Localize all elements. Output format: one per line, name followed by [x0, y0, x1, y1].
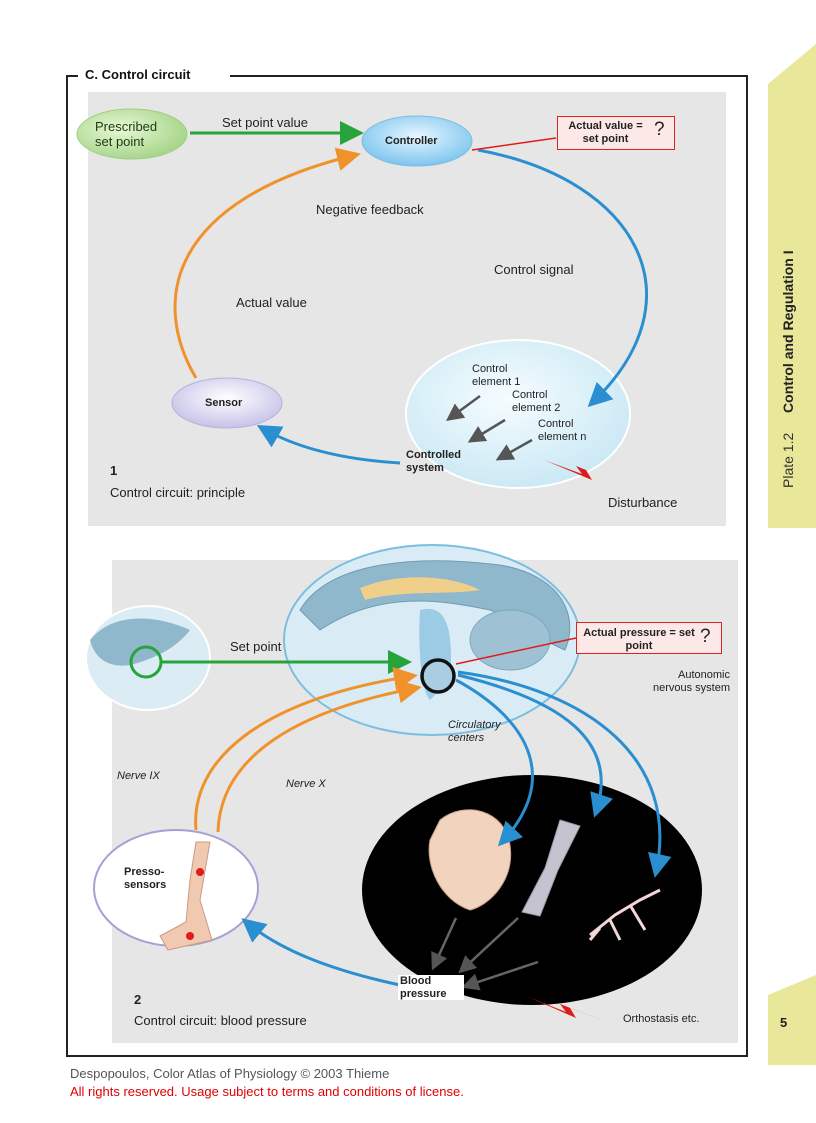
- actual-value-check-box: Actual value = set point: [557, 116, 675, 150]
- disturbance-label: Disturbance: [608, 495, 678, 510]
- heart-illustration: [428, 809, 512, 911]
- brain-cortex: [299, 560, 571, 651]
- page-number: 5: [780, 1015, 788, 1030]
- element-arrow-2: [467, 418, 506, 443]
- feedback-to-sensor-arrow: [256, 424, 401, 465]
- negative-feedback-label: Negative feedback: [316, 202, 424, 217]
- orthostasis-bolt: [526, 996, 612, 1024]
- corpus-callosum: [360, 577, 480, 600]
- arterioles-illustration: [588, 888, 661, 941]
- diagram-1-caption: Control circuit: principle: [110, 485, 246, 500]
- set-point-value-label: Set point value: [222, 115, 309, 130]
- effector-arrow-2: [458, 917, 519, 974]
- autonomic-arrow-2: [457, 673, 614, 818]
- control-signal-arrow: [477, 148, 648, 408]
- orthostasis-label: Orthostasis etc.: [623, 1013, 700, 1025]
- diagram-2-caption: Control circuit: blood pressure: [134, 1013, 307, 1028]
- controller-label: Controller: [385, 135, 438, 147]
- plate-label: Plate 1.2 Control and Regulation I: [780, 250, 796, 488]
- effector-region: [362, 775, 702, 1005]
- effector-arrow-3: [461, 960, 539, 991]
- plate-title: Control and Regulation I: [780, 250, 796, 413]
- actual-pressure-check-box: Actual pressure = set point: [576, 622, 722, 654]
- blood-pressure-label: Blood pressure: [398, 975, 464, 1001]
- page-tab: [768, 975, 816, 1065]
- actual-value-check-text: Actual value = set point: [568, 120, 643, 145]
- sensor-dot-2: [186, 932, 194, 940]
- control-element-1-label: Control element 1: [472, 363, 521, 388]
- effector-arrow-1: [431, 917, 458, 971]
- frame-top-right: [230, 75, 748, 77]
- license-link[interactable]: All rights reserved. Usage subject to te…: [70, 1084, 464, 1099]
- section-title: C. Control circuit: [85, 67, 191, 82]
- diagram-1-number: 1: [110, 463, 118, 478]
- cerebellum: [469, 609, 551, 671]
- sensor-node: [171, 377, 283, 429]
- nerve-ix-arrow: [194, 666, 418, 831]
- plate-number: Plate 1.2: [780, 432, 796, 488]
- comparison-line: [471, 137, 557, 151]
- autonomic-arrow-3: [457, 670, 672, 878]
- diagram-2-number: 2: [134, 992, 142, 1007]
- brain-small-cortex: [90, 618, 190, 666]
- circulatory-centers-label: Circulatory centers: [448, 719, 501, 744]
- control-signal-label: Control signal: [494, 262, 574, 277]
- controlled-system-label: Controlled system: [406, 449, 461, 474]
- copyright-text: Despopoulos, Color Atlas of Physiology ©…: [70, 1066, 390, 1081]
- set-point-label: Set point: [230, 639, 282, 654]
- frame-top-left: [66, 75, 78, 77]
- comparison-line-2: [455, 637, 577, 665]
- control-element-n-label: Control element n: [538, 418, 587, 443]
- pressosensors-label: Presso- sensors: [124, 866, 167, 891]
- prescribed-set-point-label: Prescribed set point: [95, 119, 158, 149]
- question-mark-2: ?: [700, 626, 711, 647]
- vessel-illustration: [521, 819, 581, 917]
- sensor-label: Sensor: [205, 397, 243, 409]
- sensor-dot-1: [196, 868, 204, 876]
- set-point-marker: [129, 645, 163, 679]
- autonomic-nervous-system-label: Autonomic nervous system: [652, 669, 730, 694]
- content-frame: [66, 75, 748, 1057]
- prescribed-set-point-node: [76, 108, 188, 160]
- actual-pressure-check-text: Actual pressure = set point: [583, 627, 695, 652]
- controlled-system-node: [405, 339, 631, 489]
- autonomic-arrow-1: [455, 678, 534, 847]
- blood-pressure-to-sensor-arrow: [241, 918, 401, 987]
- nerve-ix-label: Nerve IX: [117, 770, 160, 782]
- control-element-2-label: Control element 2: [512, 389, 561, 414]
- actual-value-arrow: [173, 147, 361, 379]
- question-mark-1: ?: [654, 119, 665, 140]
- element-arrow-1: [445, 394, 481, 421]
- circulatory-center-marker: [420, 658, 456, 694]
- actual-value-label: Actual value: [236, 295, 307, 310]
- disturbance-bolt: [544, 460, 626, 486]
- element-arrow-n: [495, 438, 533, 461]
- side-tab: [768, 44, 816, 528]
- nerve-x-arrow: [216, 679, 422, 833]
- nerve-x-label: Nerve X: [286, 778, 326, 790]
